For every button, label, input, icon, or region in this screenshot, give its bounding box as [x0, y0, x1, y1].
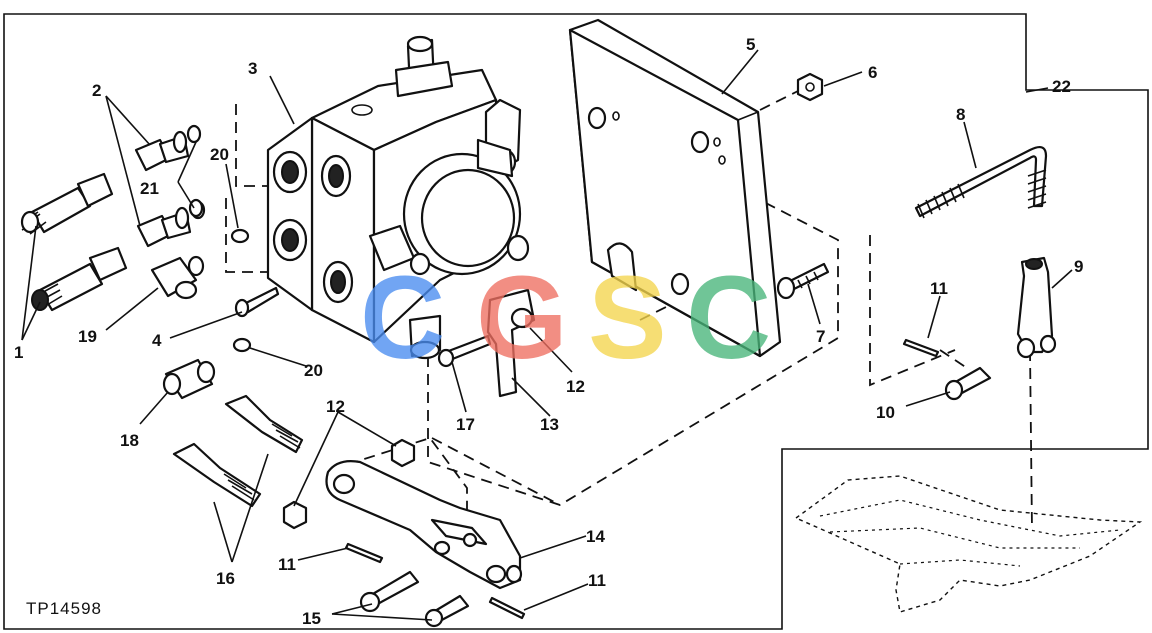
callout-15: 15	[302, 609, 321, 628]
mounting-plate	[568, 18, 782, 358]
o-ring-20-lower	[232, 337, 252, 353]
nut-6	[796, 72, 824, 102]
watermark-letter-1: C	[360, 252, 445, 384]
callout-19: 19	[78, 327, 97, 346]
lower-link-dashed-path	[329, 436, 561, 520]
callout-9: 9	[1074, 257, 1083, 276]
hose-end-lower	[31, 246, 128, 312]
callout-18: 18	[120, 431, 139, 450]
bolt-7	[776, 262, 830, 300]
lever-arm-14	[325, 460, 523, 590]
control-valve-body	[266, 35, 530, 360]
nut-12-lower-b	[282, 500, 308, 530]
callout-17: 17	[456, 415, 475, 434]
callout-11-bottom: 11	[588, 571, 606, 590]
watermark-letter-2: G	[476, 252, 568, 384]
callout-4: 4	[152, 331, 162, 350]
watermark: C G S C	[360, 252, 771, 384]
cotter-pin-11-right	[902, 338, 940, 358]
upper-fitting	[134, 124, 202, 172]
callout-7: 7	[816, 327, 825, 346]
nut-12-lower-a	[390, 438, 416, 468]
bolt-17	[437, 334, 492, 368]
callout-16: 16	[216, 569, 235, 588]
hose-end-upper	[20, 172, 114, 235]
callout-2: 2	[92, 81, 101, 100]
callout-11-right: 11	[930, 279, 948, 298]
diagram-border	[3, 13, 1149, 630]
clevis-9	[1016, 256, 1057, 359]
callout-21: 21	[140, 179, 159, 198]
o-ring-21	[188, 198, 204, 218]
callout-5: 5	[746, 35, 755, 54]
watermark-letter-4: C	[686, 252, 771, 384]
rod-8	[914, 145, 1048, 219]
pin-15-upper	[359, 570, 420, 613]
cotter-pin-11-left	[344, 542, 384, 564]
pin-15-lower	[424, 594, 470, 628]
callout-20-lower: 20	[304, 361, 323, 380]
leader-lines	[21, 49, 1073, 621]
callout-1: 1	[14, 343, 23, 362]
callout-11-left: 11	[278, 555, 296, 574]
callout-12-lower: 12	[326, 397, 345, 416]
elbow-fitting-18	[162, 358, 216, 400]
callout-10: 10	[876, 403, 895, 422]
hose-end-16-upper	[224, 394, 304, 454]
callout-20-upper: 20	[210, 145, 229, 164]
callout-labels: 1 2 3 4 5 6 7 8 9 10 11 11 11 12 12 13 1…	[14, 35, 1083, 628]
callout-6: 6	[868, 63, 877, 82]
callout-12-upper: 12	[566, 377, 585, 396]
callout-14: 14	[586, 527, 605, 546]
pin-dashed-line	[939, 349, 971, 371]
nut-12-upper	[510, 307, 534, 329]
cotter-pin-11-bottom	[488, 596, 526, 620]
callout-22: 22	[1052, 77, 1071, 96]
foot-pedal	[794, 475, 1143, 613]
callout-8: 8	[956, 105, 965, 124]
bolt-4	[234, 286, 280, 318]
hose-end-16-lower	[172, 442, 262, 508]
watermark-letter-3: S	[588, 252, 667, 384]
pedal-link-dashed-path	[869, 235, 1033, 531]
o-ring-20-upper	[230, 228, 250, 244]
figure-id: TP14598	[26, 599, 102, 618]
elbow-fitting-19	[150, 255, 205, 300]
callout-3: 3	[248, 59, 257, 78]
callout-13: 13	[540, 415, 559, 434]
pin-10	[944, 366, 992, 401]
